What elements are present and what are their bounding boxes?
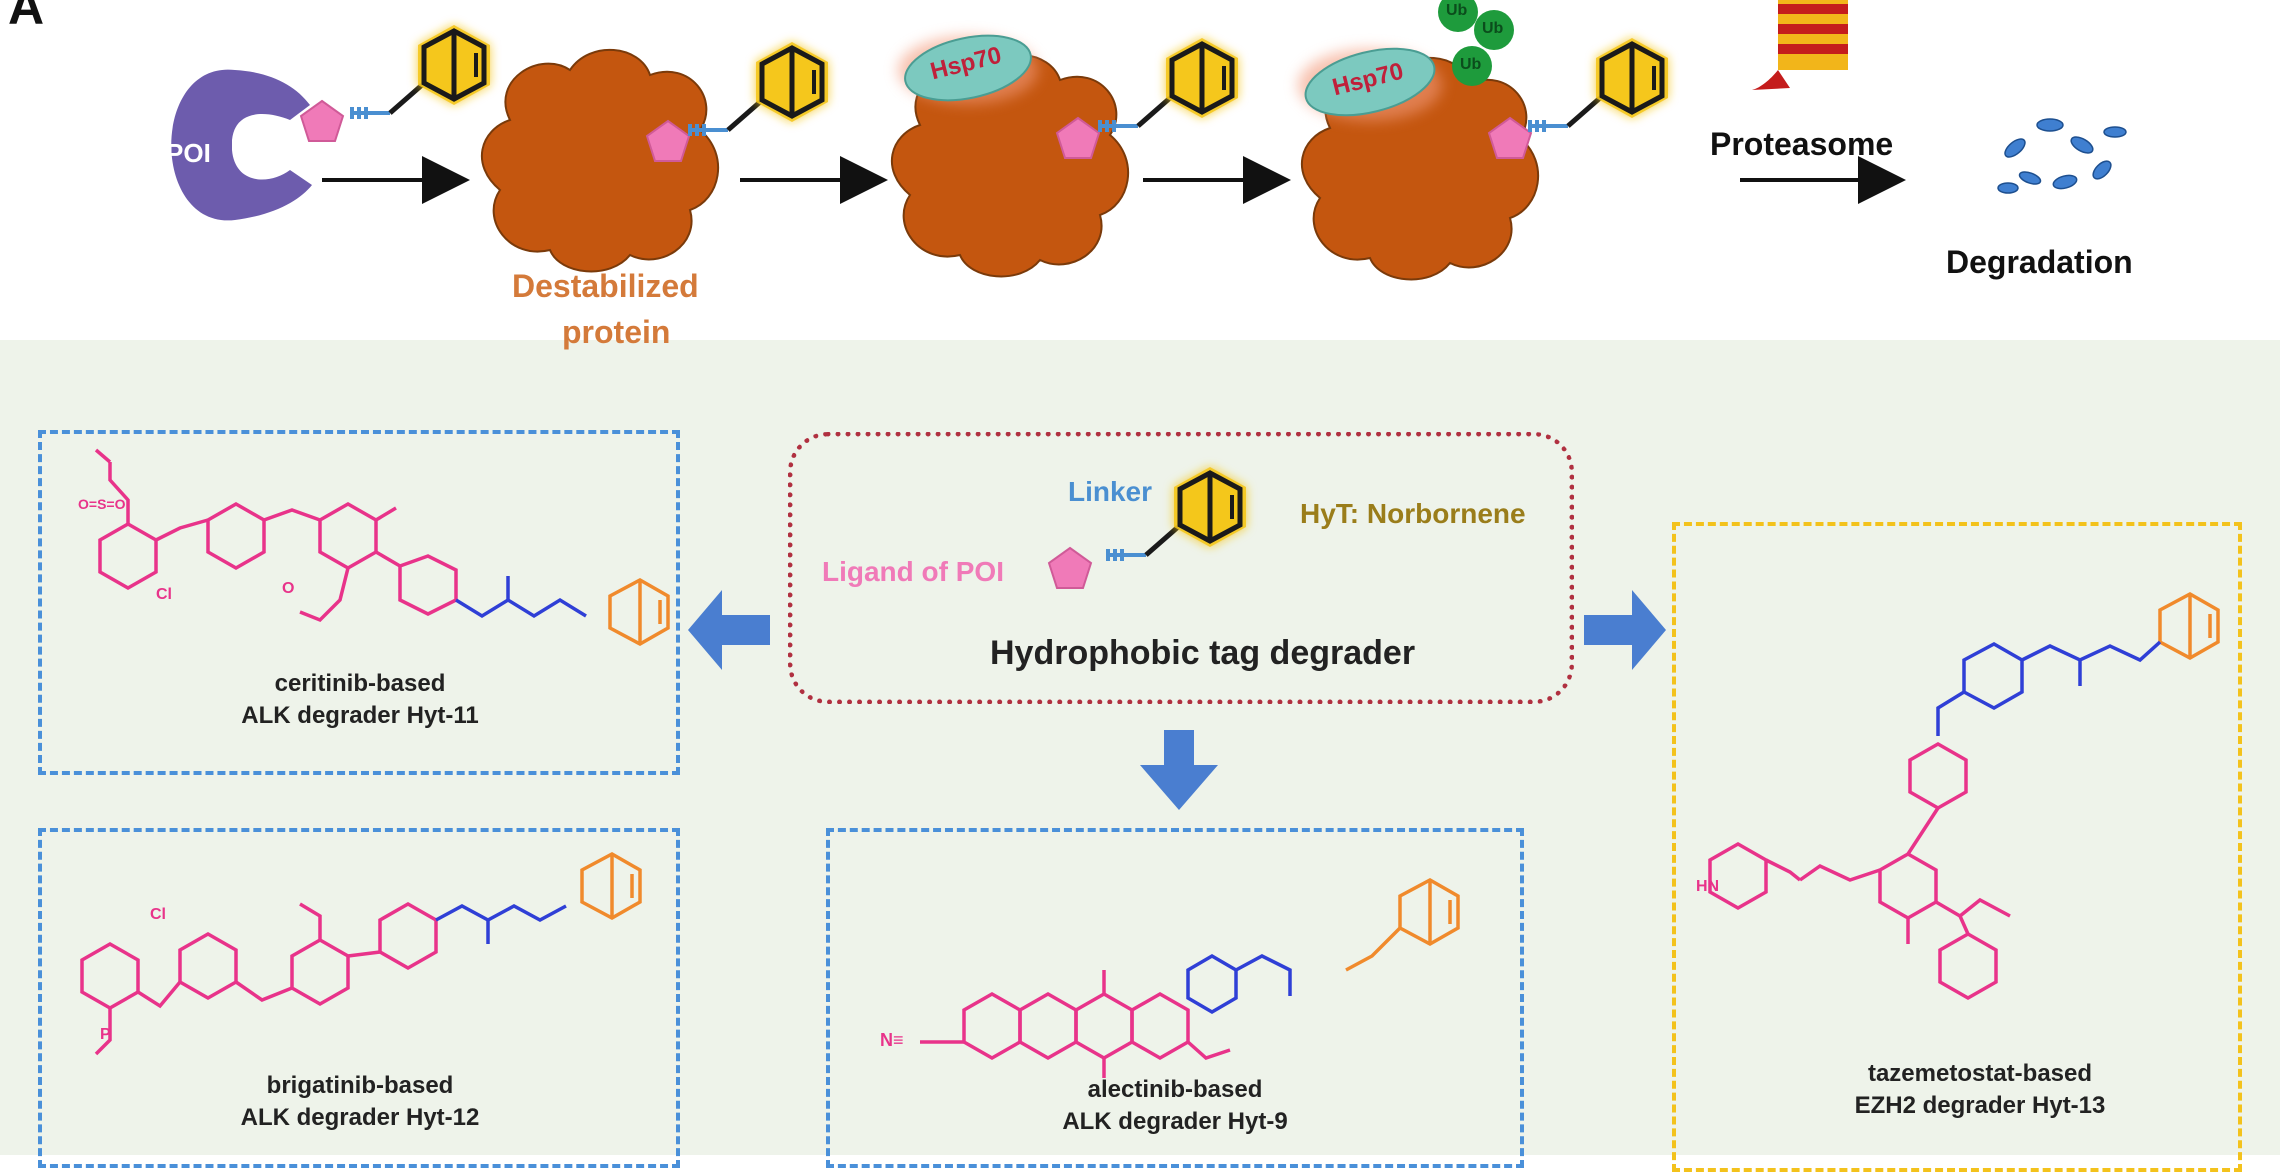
alectinib-caption: alectinib-based ALK degrader Hyt-9 [965,1074,1385,1138]
alectinib-structure [920,878,1460,1078]
panel-a-letter: A [8,0,45,35]
hsp70-blob-1 [898,34,1038,104]
ceritinib-caption-line2: ALK degrader Hyt-11 [241,702,479,729]
atom-label-sulfonyl: O=S=O [78,496,126,512]
hydrophobic-tag-degrader-title: Hydrophobic tag degrader [990,634,1416,672]
hsp70-blob-2 [1298,47,1442,121]
degradation-fragments-icon [1997,118,2127,194]
ceritinib-caption-line1: ceritinib-based [274,670,446,697]
ub-label-2: Ub [1482,20,1504,37]
alectinib-caption-line1: alectinib-based [1087,1076,1263,1103]
brigatinib-caption: brigatinib-based ALK degrader Hyt-12 [150,1070,570,1134]
atom-label-cl-1: Cl [156,586,172,603]
ceritinib-structure [94,448,670,646]
atom-label-hn: HN [1696,878,1720,895]
brigatinib-caption-line1: brigatinib-based [266,1072,454,1099]
arrow-left [688,590,770,670]
destabilized-label-line1: Destabilized [512,268,699,304]
degradation-label: Degradation [1946,244,2133,280]
ceritinib-caption: ceritinib-based ALK degrader Hyt-11 [150,668,570,732]
proteasome-label: Proteasome [1710,126,1894,162]
poi-label: POI [166,138,211,168]
atom-label-cl-2: Cl [150,906,166,923]
tazemetostat-structure [1708,592,2220,1001]
atom-label-p: P [100,1026,111,1043]
ceritinib-box [38,430,680,775]
panel-b-background [0,340,2280,1155]
hydrophobic-tag-degrader-box [788,432,1574,704]
hyt-norbornene-label: HyT: Norbornene [1300,498,1526,529]
ubiquitin-chain [1438,0,1514,86]
tazemetostat-caption-line2: EZH2 degrader Hyt-13 [1854,1092,2106,1119]
poi-shape [171,69,312,221]
destabilized-label-line2: protein [562,314,671,350]
proteasome-icon [1752,0,1848,90]
ub-label-3: Ub [1460,56,1482,73]
arrow-down [1140,730,1218,810]
brigatinib-caption-line2: ALK degrader Hyt-12 [240,1104,480,1131]
linker-label: Linker [1068,476,1153,507]
tazemetostat-caption-line1: tazemetostat-based [1867,1060,2093,1087]
arrow-right [1584,590,1666,670]
brigatinib-structure [80,852,642,1056]
atom-label-o-1: O [282,580,295,597]
atom-label-nitrile: N≡ [880,1030,904,1050]
ligand-label: Ligand of POI [822,556,1004,587]
ub-label-1: Ub [1446,2,1468,19]
tazemetostat-caption: tazemetostat-based EZH2 degrader Hyt-13 [1770,1058,2190,1122]
alectinib-caption-line2: ALK degrader Hyt-9 [1062,1108,1288,1135]
